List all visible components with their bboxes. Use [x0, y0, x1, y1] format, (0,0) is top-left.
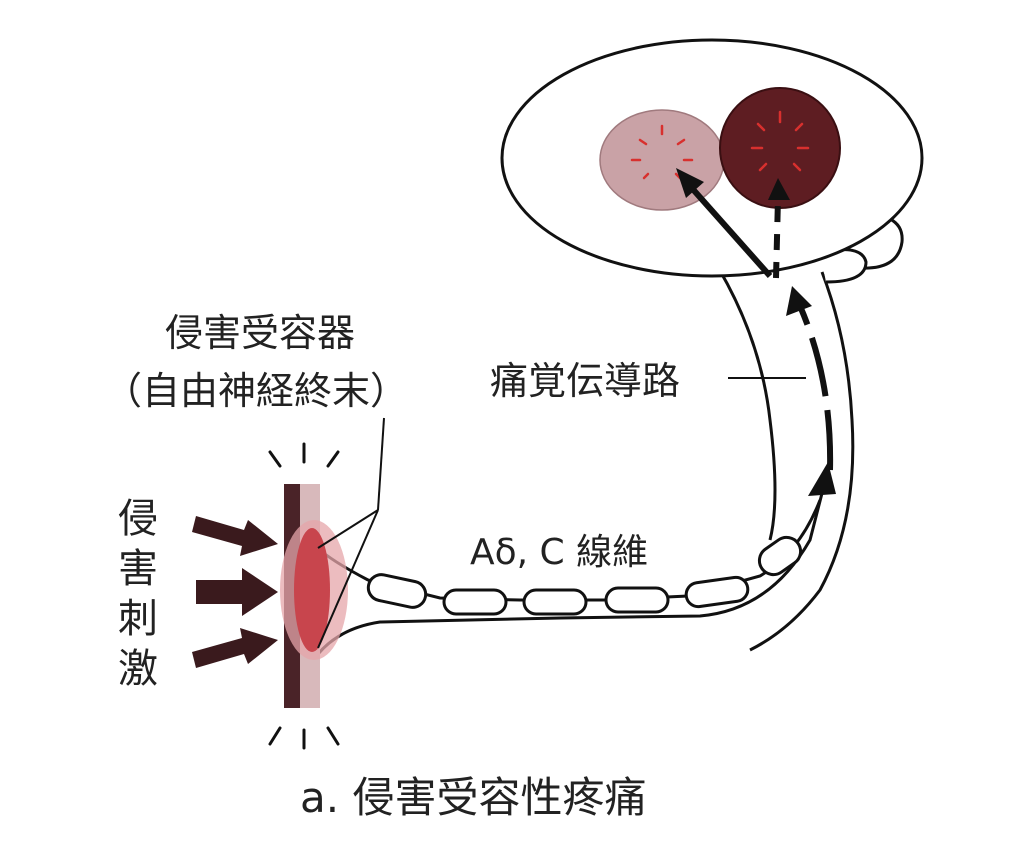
stimulus-arrow-middle [196, 568, 278, 616]
brainstem-outline [704, 247, 777, 541]
stimulus-arrow-top [192, 516, 278, 556]
stimulus-char-1: 侵 [118, 496, 158, 542]
thalamus-pain-rays [750, 110, 810, 172]
spinal-cord-outline-right [749, 271, 855, 652]
stimulus-label: 侵 害 刺 激 [118, 496, 158, 692]
figure-caption: a. 侵害受容性疼痛 [300, 773, 646, 822]
fiber-label: Aδ, C 線維 [470, 532, 648, 573]
stimulus-char-3: 刺 [118, 596, 158, 642]
skin-receptor [268, 417, 385, 750]
stimulus-arrows [192, 516, 278, 668]
ascending-arrows [676, 168, 834, 471]
arrowhead-tract-upper [786, 286, 812, 316]
stimulus-char-2: 害 [118, 546, 158, 592]
pathway-label: 痛覚伝導路 [490, 359, 680, 403]
free-nerve-ending [294, 528, 330, 652]
arrowhead-to-thalamus [768, 178, 790, 200]
skin-pain-rays [268, 442, 340, 750]
brain [500, 38, 924, 652]
myelin-sheaths [366, 535, 803, 616]
stimulus-arrow-bottom [192, 628, 278, 668]
cortex-pain-rays [630, 124, 694, 180]
arrowhead-fiber [808, 462, 836, 496]
stimulus-char-4: 激 [118, 646, 158, 692]
receptor-label-line1: 侵害受容器 [165, 311, 355, 355]
receptor-label-line2: （自由神経終末） [104, 369, 408, 413]
arrowhead-to-cortex [676, 168, 704, 198]
